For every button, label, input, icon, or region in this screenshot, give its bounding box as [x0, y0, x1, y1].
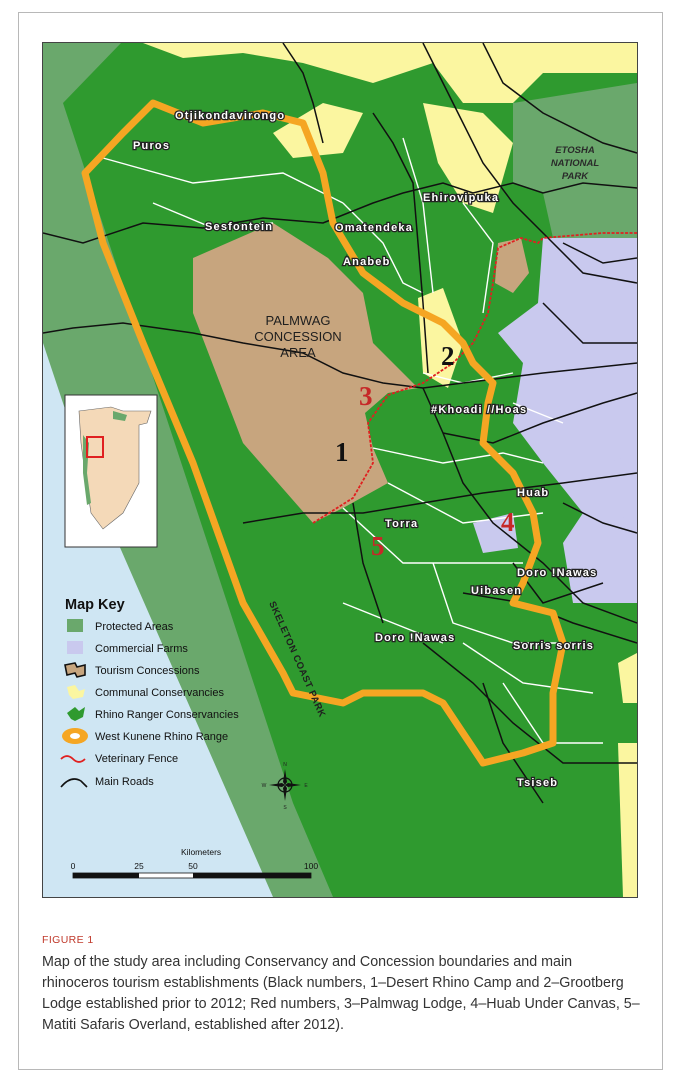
- svg-text:Veterinary Fence: Veterinary Fence: [95, 753, 178, 765]
- svg-text:AREA: AREA: [280, 345, 316, 360]
- communal-swatch: [67, 685, 85, 699]
- tourism-swatch: [64, 662, 86, 678]
- roads-swatch: [60, 778, 88, 788]
- place-huab: Huab: [517, 487, 549, 499]
- place-anabeb: Anabeb: [343, 256, 391, 268]
- establishment-1: 1: [335, 437, 349, 467]
- etosha-label: ETOSHA NATIONAL PARK: [551, 145, 600, 182]
- key-item-tourism: Tourism Concessions: [64, 662, 200, 678]
- place-sesfontein: Sesfontein: [205, 221, 273, 233]
- svg-text:25: 25: [134, 861, 144, 871]
- svg-text:S: S: [283, 805, 287, 811]
- study-area-map: Otjikondavirongo Puros Sesfontein Omaten…: [42, 42, 638, 898]
- key-item-roads: Main Roads: [60, 776, 154, 788]
- figure-caption: Map of the study area including Conserva…: [42, 954, 640, 1033]
- map-key: Map Key Protected Areas Commercial Farms…: [60, 597, 239, 788]
- establishment-5: 5: [371, 531, 385, 561]
- west-kunene-rhino-range: [81, 99, 567, 767]
- compass-rose: N S E W: [262, 762, 309, 811]
- scale-bar: Kilometers 0 25 50 100: [71, 847, 318, 879]
- map-key-title: Map Key: [65, 597, 125, 613]
- svg-text:0: 0: [71, 861, 76, 871]
- svg-text:Tourism Concessions: Tourism Concessions: [95, 665, 200, 677]
- svg-text:Commercial Farms: Commercial Farms: [95, 643, 188, 655]
- etosha-park: [513, 83, 637, 238]
- map-svg: Otjikondavirongo Puros Sesfontein Omaten…: [43, 43, 637, 897]
- commercial-swatch: [67, 641, 83, 654]
- concession-label: PALMWAG CONCESSION AREA: [254, 313, 341, 360]
- palmwag-concession: [193, 223, 418, 523]
- svg-text:100: 100: [304, 861, 318, 871]
- key-item-protected: Protected Areas: [67, 619, 174, 633]
- place-labels: Otjikondavirongo Puros Sesfontein Omaten…: [132, 109, 598, 791]
- place-sorris-sorris: Sorris sorris: [513, 640, 594, 652]
- svg-text:N: N: [283, 762, 287, 768]
- svg-text:E: E: [304, 783, 308, 789]
- key-item-vet-fence: Veterinary Fence: [60, 753, 178, 765]
- establishment-4: 4: [501, 507, 515, 537]
- place-torra: Torra: [385, 518, 418, 530]
- protected-swatch: [67, 619, 83, 632]
- vet-fence-swatch: [60, 755, 86, 763]
- key-item-commercial: Commercial Farms: [67, 641, 188, 655]
- place-khoadi-hoas: #Khoadi //Hoas: [431, 404, 527, 416]
- svg-text:Communal Conservancies: Communal Conservancies: [95, 687, 224, 699]
- svg-text:W: W: [262, 783, 267, 789]
- commercial-farms: [498, 238, 637, 603]
- svg-text:ETOSHA: ETOSHA: [555, 145, 595, 156]
- small-concession: [495, 238, 529, 293]
- establishment-numbers: 1 2 3 4 5: [335, 341, 515, 561]
- svg-text:PARK: PARK: [562, 171, 589, 182]
- svg-text:PALMWAG: PALMWAG: [265, 313, 330, 328]
- svg-text:CONCESSION: CONCESSION: [254, 329, 341, 344]
- veterinary-fence: [312, 232, 637, 524]
- communal-north: [143, 43, 637, 103]
- svg-text:Protected Areas: Protected Areas: [95, 621, 174, 633]
- place-tsiseb: Tsiseb: [517, 777, 558, 789]
- conservancy-boundaries: [102, 137, 603, 744]
- svg-text:NATIONAL: NATIONAL: [551, 158, 600, 169]
- key-item-rhino-ranger: Rhino Ranger Conservancies: [67, 707, 239, 721]
- svg-text:Main Roads: Main Roads: [95, 776, 154, 788]
- place-omatendeka: Omatendeka: [335, 222, 413, 234]
- establishment-3: 3: [359, 381, 373, 411]
- key-item-communal: Communal Conservancies: [67, 685, 224, 699]
- place-otjikondavirongo: Otjikondavirongo: [175, 110, 285, 122]
- place-puros: Puros: [133, 140, 170, 152]
- figure-label: FIGURE 1: [42, 934, 94, 946]
- svg-text:50: 50: [188, 861, 198, 871]
- place-ehirovipuka: Ehirovipuka: [423, 192, 499, 204]
- svg-text:West Kunene Rhino Range: West Kunene Rhino Range: [95, 731, 228, 743]
- place-doro-nawas-east: Doro !Nawas: [517, 567, 597, 579]
- main-roads: [43, 43, 637, 804]
- establishment-2: 2: [441, 341, 455, 371]
- scale-title: Kilometers: [181, 847, 221, 857]
- inset-map: [64, 394, 158, 548]
- place-uibasen: Uibasen: [471, 585, 522, 597]
- rhino-ranger-swatch: [67, 707, 85, 721]
- key-item-rhino-range: West Kunene Rhino Range: [62, 728, 228, 744]
- svg-text:Rhino Ranger Conservancies: Rhino Ranger Conservancies: [95, 709, 239, 721]
- place-doro-nawas-west: Doro !Nawas: [375, 632, 455, 644]
